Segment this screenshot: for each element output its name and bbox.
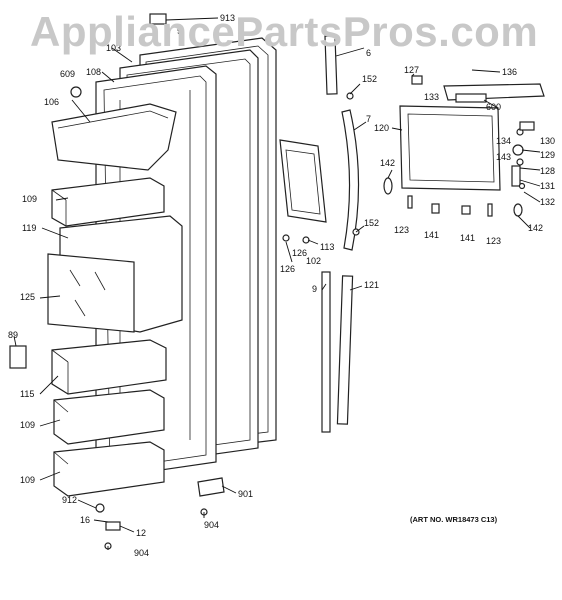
callout-109-a: 109: [22, 194, 37, 204]
callout-125: 125: [20, 292, 35, 302]
callout-904-a: 904: [134, 548, 149, 558]
callout-89: 89: [8, 330, 18, 340]
callout-102: 102: [306, 256, 321, 266]
dispenser-frame: [279, 139, 327, 223]
callout-103: 103: [106, 43, 121, 53]
callout-143: 143: [496, 152, 511, 162]
callout-7: 7: [366, 114, 371, 124]
callout-12: 12: [136, 528, 146, 538]
callout-141-a: 141: [424, 230, 439, 240]
callout-106: 106: [44, 97, 59, 107]
callout-6: 6: [366, 48, 371, 58]
callout-9: 9: [312, 284, 317, 294]
callout-142-b: 142: [528, 223, 543, 233]
callout-126-b: 126: [280, 264, 295, 274]
callout-119: 119: [22, 223, 36, 233]
callout-132: 132: [540, 197, 555, 207]
leader-lines: [13, 17, 541, 550]
callout-108: 108: [86, 67, 101, 77]
callout-134: 134: [496, 136, 511, 146]
callout-115: 115: [20, 389, 34, 399]
top-hinge-cover: [149, 13, 167, 25]
callout-913: 913: [220, 13, 235, 23]
callout-123-a: 123: [394, 225, 409, 235]
callout-109-b: 109: [20, 420, 35, 430]
handle-7: [341, 109, 360, 251]
callout-609: 609: [60, 69, 75, 79]
callout-127: 127: [404, 65, 419, 75]
handle-rail-121: [336, 275, 354, 425]
callout-141-b: 141: [460, 233, 475, 243]
dairy-compartment-door: [51, 103, 177, 171]
callout-9-top: 9: [177, 26, 182, 36]
callout-labels: 913 9 103 108 609 106 109 119 125 89 115…: [8, 13, 555, 558]
callout-136: 136: [502, 67, 517, 77]
door-bin-lower: [53, 389, 165, 445]
callout-600: 600: [486, 102, 501, 112]
callout-120: 120: [374, 123, 389, 133]
part-901-tray: [197, 477, 225, 497]
callout-113: 113: [320, 242, 334, 252]
callout-121: 121: [364, 280, 379, 290]
callout-133: 133: [424, 92, 439, 102]
callout-912: 912: [62, 495, 77, 505]
callout-16: 16: [80, 515, 90, 525]
handle-trim-6: [324, 35, 338, 95]
door-bin-middle: [51, 339, 167, 395]
callout-126-a: 126: [292, 248, 307, 258]
door-bin-bottom: [53, 441, 165, 497]
small-fasteners: [70, 86, 208, 550]
callout-109-c: 109: [20, 475, 35, 485]
dispenser-parts: [383, 75, 535, 217]
part-89-cover: [9, 345, 27, 369]
callout-130: 130: [540, 136, 555, 146]
callout-152-b: 152: [364, 218, 379, 228]
callout-142-a: 142: [380, 158, 395, 168]
art-number: (ART NO. WR18473 C13): [410, 515, 498, 524]
callout-129: 129: [540, 150, 555, 160]
callout-904-b: 904: [204, 520, 219, 530]
handle-rail-9: [321, 271, 331, 433]
shelf-glass-panel: [47, 253, 135, 333]
callout-901: 901: [238, 489, 253, 499]
callout-152-a: 152: [362, 74, 377, 84]
dispenser-housing-120: [399, 105, 501, 191]
callout-128: 128: [540, 166, 555, 176]
callout-123-b: 123: [486, 236, 501, 246]
callout-131: 131: [540, 181, 555, 191]
